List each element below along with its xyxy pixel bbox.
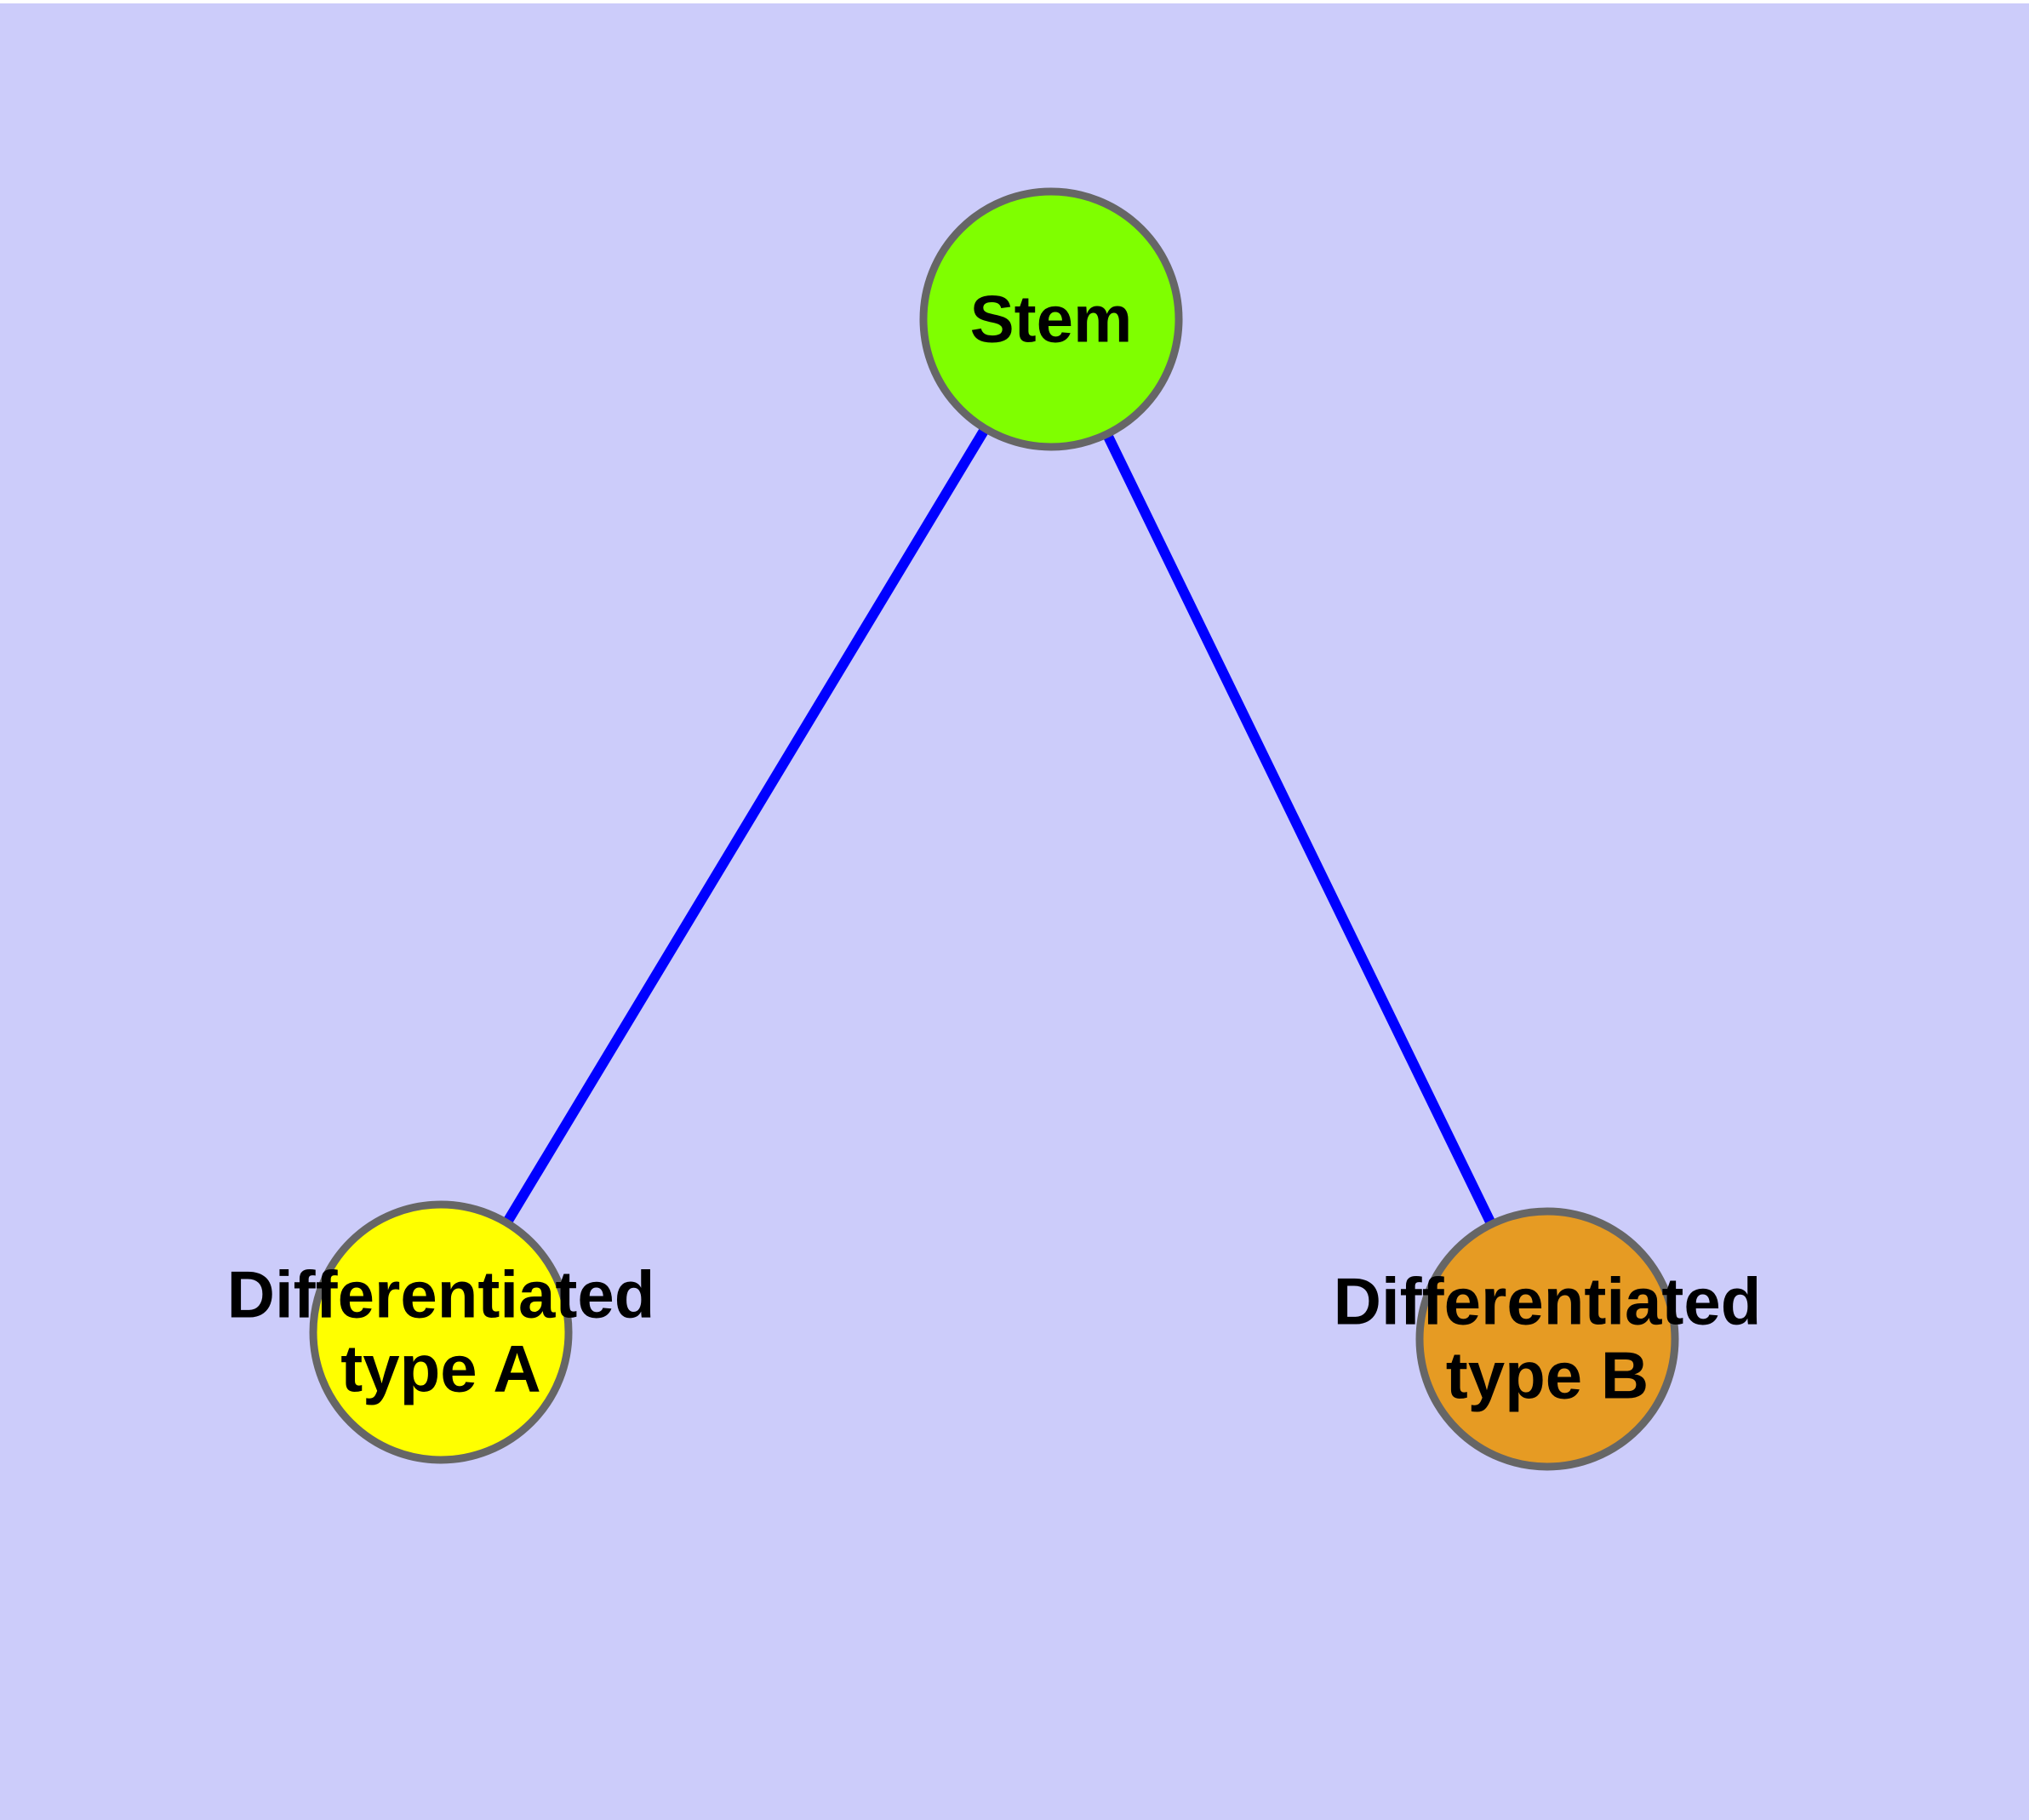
graph-edge bbox=[436, 316, 1056, 1336]
graph-node-diff_b[interactable] bbox=[1415, 1207, 1679, 1471]
nodes-group bbox=[309, 187, 1679, 1471]
graph-edge bbox=[1046, 317, 1552, 1342]
graph-node-stem[interactable] bbox=[919, 187, 1183, 451]
graph-node-diff_a[interactable] bbox=[309, 1200, 573, 1464]
edges-group bbox=[436, 316, 1552, 1342]
